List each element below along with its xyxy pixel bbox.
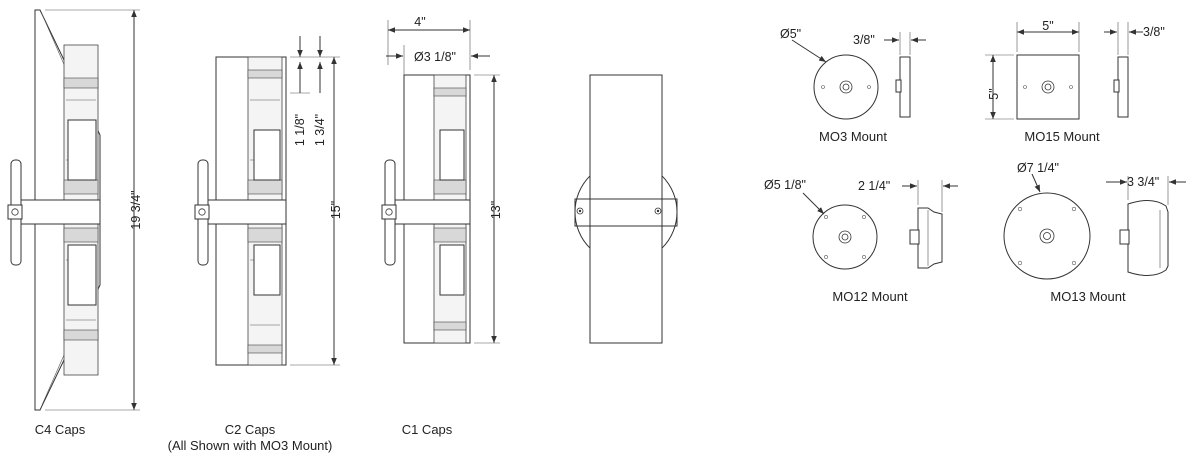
c4-height-dimension: 19 3/4" [129, 190, 143, 229]
mo13-mount-caption: MO13 Mount [1050, 289, 1126, 304]
mo12-mount-drawing: Ø5 1/8" 2 1/4" MO12 Mount [764, 178, 958, 304]
c1-height-dimension: 13" [489, 201, 503, 219]
mo12-mount-caption: MO12 Mount [832, 289, 908, 304]
mo12-depth-dimension: 2 1/4" [858, 179, 890, 193]
c4-caps-drawing: 19 3/4" C4 Caps [7, 9, 143, 437]
mo13-mount-drawing: Ø7 1/4" 3 3/4" MO13 Mount [1003, 161, 1186, 304]
mo3-diameter-dimension: Ø5" [780, 27, 801, 41]
c2-caps-caption: C2 Caps [225, 422, 276, 437]
c2-cap-dimension-large: 1 3/4" [313, 114, 327, 146]
mo3-mount-drawing: Ø5" 3/8" MO3 Mount [780, 27, 926, 144]
c1-caps-drawing: 4" Ø3 1/8" 13" C1 Caps [381, 15, 503, 437]
mo15-mount-caption: MO15 Mount [1024, 129, 1100, 144]
c2-caps-drawing: 1 1/8" 1 3/4" 15" C2 Caps (All Shown wit… [168, 36, 343, 453]
c1-caps-caption: C1 Caps [402, 422, 453, 437]
mo15-mount-drawing: 5" 5" 3/8" MO15 Mount [985, 19, 1165, 144]
c2-cap-dimension-small: 1 1/8" [293, 114, 307, 146]
mo15-width-dimension: 5" [1042, 19, 1053, 33]
mo13-diameter-dimension: Ø7 1/4" [1017, 161, 1059, 175]
mo15-depth-dimension: 3/8" [1143, 25, 1165, 39]
mo15-height-dimension: 5" [987, 88, 1001, 99]
mo13-depth-dimension: 3 3/4" [1127, 175, 1159, 189]
c2-height-dimension: 15" [329, 201, 343, 219]
mo3-depth-dimension: 3/8" [853, 33, 875, 47]
mo3-mount-caption: MO3 Mount [819, 129, 887, 144]
c1-diameter-dimension: Ø3 1/8" [414, 50, 456, 64]
front-view-drawing [574, 74, 678, 344]
c2-caps-caption-note: (All Shown with MO3 Mount) [168, 438, 333, 453]
c4-caps-caption: C4 Caps [35, 422, 86, 437]
c1-width-dimension: 4" [414, 15, 425, 29]
mo12-diameter-dimension: Ø5 1/8" [764, 178, 806, 192]
